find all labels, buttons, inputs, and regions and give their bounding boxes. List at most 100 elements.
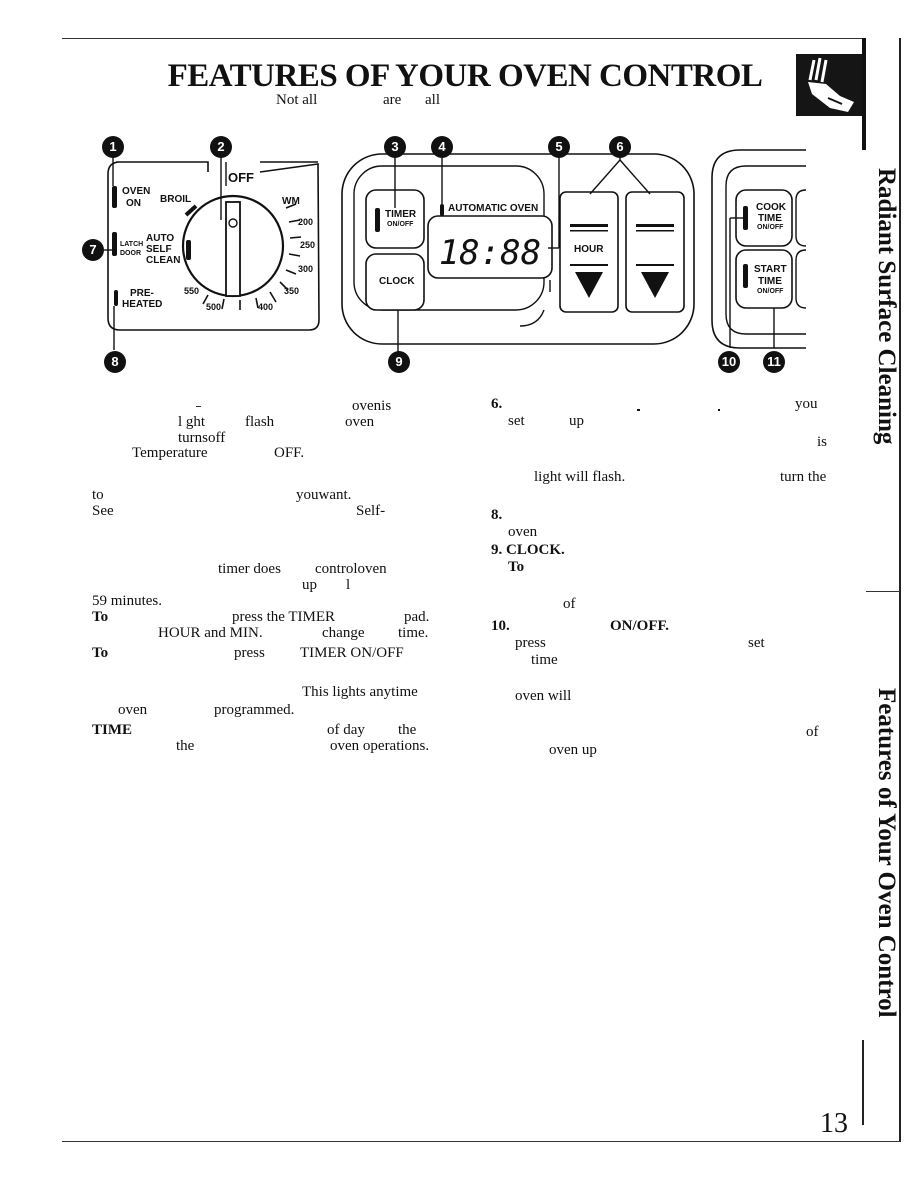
- bottom-rule: [62, 1141, 900, 1142]
- text-fragment: To: [508, 559, 525, 575]
- text-fragment: 10.: [491, 618, 510, 634]
- oven-light-label: ON: [126, 198, 141, 209]
- text-fragment: To: [92, 645, 109, 661]
- display-digits: 18:88: [439, 233, 541, 273]
- text-fragment: oven operations.: [330, 738, 430, 754]
- text-fragment: youwant.: [296, 487, 352, 503]
- text-fragment: programmed.: [214, 702, 295, 718]
- dial-temp-label: 350: [284, 286, 300, 296]
- top-rule: [62, 38, 862, 39]
- text-fragment: up: [302, 577, 317, 593]
- start-time-label: TIME: [758, 276, 782, 287]
- text-fragment: To: [92, 609, 109, 625]
- auto-self-clean-label: AUTO: [146, 233, 175, 244]
- right-frame-line: [899, 38, 901, 1142]
- text-fragment: the: [398, 722, 417, 738]
- dial-temp-label: 550: [184, 286, 200, 296]
- text-fragment: Temperature: [132, 445, 208, 461]
- tab-divider: [866, 591, 900, 592]
- callout-badge: 5: [548, 136, 570, 158]
- cook-time-label: COOK: [756, 202, 786, 213]
- timer-button-label: TIMER: [385, 209, 417, 220]
- stray-mark: [718, 409, 720, 411]
- stray-mark: [196, 406, 201, 407]
- page-title: FEATURES OF YOUR OVEN CONTROL: [167, 58, 763, 94]
- text-fragment: 9. CLOCK.: [491, 542, 565, 558]
- text-fragment: TIME: [92, 722, 133, 738]
- text-fragment: press: [515, 635, 546, 651]
- text-fragment: up: [569, 413, 584, 429]
- callout-badge: 8: [104, 351, 126, 373]
- callout-badge: 3: [384, 136, 406, 158]
- start-time-label: START: [754, 264, 787, 275]
- oven-control-diagram: 18:88: [104, 146, 807, 354]
- text-fragment: ON/OFF.: [610, 618, 670, 634]
- text-fragment: set: [508, 413, 525, 429]
- callout-badge: 7: [82, 239, 104, 261]
- dial-wm-label: WM: [282, 196, 300, 207]
- auto-self-clean-label: CLEAN: [146, 255, 181, 266]
- text-fragment: oven: [118, 702, 148, 718]
- text-fragment: OFF.: [274, 445, 305, 461]
- callout-badge: 10: [718, 351, 740, 373]
- text-fragment: of: [563, 596, 576, 612]
- text-fragment: time.: [398, 625, 429, 641]
- text-fragment: Self-: [356, 503, 386, 519]
- text-fragment: ovenis: [352, 398, 392, 414]
- latch-door-label: LATCH: [120, 241, 144, 248]
- text-fragment: to: [92, 487, 104, 503]
- side-tab-radiant-surface-cleaning: Radiant Surface Cleaning: [873, 168, 900, 445]
- text-fragment: oven: [508, 524, 538, 540]
- text-fragment: press: [234, 645, 265, 661]
- start-time-label: ON/OFF: [757, 288, 784, 295]
- text-fragment: turn the: [780, 469, 827, 485]
- dial-temp-label: 400: [258, 302, 274, 312]
- oven-light-label: OVEN: [122, 186, 151, 197]
- page-number: 13: [820, 1108, 848, 1139]
- dial-temp-label: 500: [206, 302, 222, 312]
- right-edge-bar: [862, 38, 866, 150]
- callout-badge: 4: [431, 136, 453, 158]
- text-fragment: See: [92, 503, 114, 519]
- tab-bottom-line: [862, 1040, 864, 1125]
- text-fragment: turnsoff: [178, 430, 226, 446]
- stray-mark: [637, 409, 640, 411]
- text-fragment: 8.: [491, 507, 503, 523]
- text-fragment: you: [795, 396, 818, 412]
- text-fragment: controloven: [315, 561, 387, 577]
- text-fragment: timer does: [218, 561, 281, 577]
- text-fragment: the: [176, 738, 195, 754]
- text-fragment: flash: [245, 414, 275, 430]
- cook-time-label: TIME: [758, 213, 782, 224]
- text-fragment: TIMER ON/OFF: [300, 645, 404, 661]
- subtitle-fragment: all: [425, 92, 440, 108]
- automatic-oven-label: AUTOMATIC OVEN: [448, 203, 539, 214]
- text-fragment: press the TIMER: [232, 609, 336, 625]
- text-fragment: l ght: [178, 414, 206, 430]
- text-fragment: oven will: [515, 688, 572, 704]
- text-fragment: set: [748, 635, 765, 651]
- dial-broil-label: BROIL: [160, 194, 192, 205]
- text-fragment: 6.: [491, 396, 503, 412]
- latch-door-label: DOOR: [120, 250, 141, 257]
- clock-button-label: CLOCK: [379, 276, 415, 287]
- text-fragment: change: [322, 625, 365, 641]
- text-fragment: oven up: [549, 742, 597, 758]
- side-tab-features-oven-control: Features of Your Oven Control: [873, 688, 900, 1018]
- text-fragment: pad.: [404, 609, 430, 625]
- dial-off-label: OFF: [228, 170, 254, 185]
- text-fragment: 59 minutes.: [92, 593, 162, 609]
- auto-self-clean-label: SELF: [146, 244, 172, 255]
- text-fragment: HOUR and MIN.: [158, 625, 263, 641]
- subtitle-fragment: are: [383, 92, 402, 108]
- dial-temp-label: 250: [300, 240, 316, 250]
- cook-time-label: ON/OFF: [757, 224, 784, 231]
- callout-badge: 9: [388, 351, 410, 373]
- hand-icon: [796, 54, 862, 116]
- text-fragment: time: [531, 652, 558, 668]
- callout-badge: 11: [763, 351, 785, 373]
- hour-button-label: HOUR: [574, 244, 604, 255]
- callout-badge: 6: [609, 136, 631, 158]
- dial-temp-label: 200: [298, 217, 314, 227]
- text-fragment: l: [346, 577, 351, 593]
